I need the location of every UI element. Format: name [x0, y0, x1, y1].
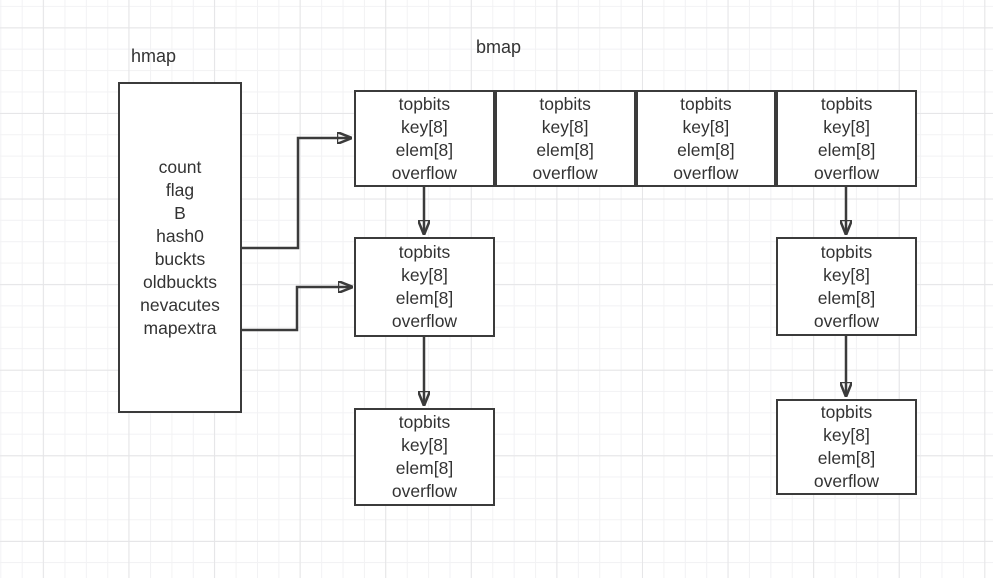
- bucket-field-key: key[8]: [823, 425, 870, 445]
- bucket-field-overflow: overflow: [814, 162, 880, 183]
- bucket-field-key: key[8]: [682, 116, 730, 137]
- hmap-field-count: count: [158, 156, 202, 177]
- bucket-field-elem: elem[8]: [817, 287, 876, 308]
- bucket-cell-3: topbits key[8] elem[8] overflow: [635, 90, 777, 187]
- overflow-bucket-right-1: topbits key[8] elem[8] overflow: [776, 237, 917, 336]
- bucket-field-overflow: overflow: [391, 481, 458, 501]
- overflow-bucket-right-2: topbits key[8] elem[8] overflow: [776, 399, 917, 495]
- bucket-field-topbits: topbits: [398, 242, 451, 262]
- bucket-field-elem: elem[8]: [395, 139, 454, 160]
- bucket-field-topbits: topbits: [820, 241, 873, 262]
- bucket-array-row: topbits key[8] elem[8] overflow topbits …: [354, 90, 917, 187]
- bucket-field-overflow: overflow: [813, 471, 880, 491]
- bucket-field-overflow: overflow: [673, 162, 739, 183]
- overflow-bucket-left-1: topbits key[8] elem[8] overflow: [354, 237, 495, 337]
- hmap-field-flag: flag: [165, 179, 195, 200]
- bucket-field-key: key[8]: [401, 116, 448, 137]
- hmap-struct-box: count flag B hash0 buckts oldbuckts neva…: [118, 82, 242, 413]
- bucket-field-elem: elem[8]: [536, 139, 594, 160]
- hmap-field-nevacutes: nevacutes: [140, 294, 220, 315]
- bucket-field-overflow: overflow: [391, 162, 457, 183]
- bucket-field-elem: elem[8]: [395, 458, 454, 478]
- bucket-field-overflow: overflow: [532, 162, 598, 183]
- bucket-field-topbits: topbits: [398, 412, 451, 432]
- hmap-title-label: hmap: [131, 46, 177, 66]
- bucket-cell-1: topbits key[8] elem[8] overflow: [354, 90, 495, 187]
- bucket-field-topbits: topbits: [680, 93, 732, 114]
- bucket-field-key: key[8]: [401, 265, 448, 285]
- bucket-field-elem: elem[8]: [395, 288, 454, 308]
- bucket-field-overflow: overflow: [391, 311, 458, 331]
- bucket-field-topbits: topbits: [820, 402, 873, 422]
- bucket-field-key: key[8]: [541, 116, 589, 137]
- bucket-field-overflow: overflow: [813, 310, 880, 331]
- bucket-field-key: key[8]: [823, 116, 870, 137]
- bucket-field-topbits: topbits: [539, 93, 591, 114]
- arrow-hmap-buckets-to-row: [242, 138, 351, 250]
- bucket-field-key: key[8]: [823, 264, 870, 285]
- bucket-field-elem: elem[8]: [817, 448, 876, 468]
- bmap-title-label: bmap: [476, 37, 522, 57]
- bucket-field-topbits: topbits: [820, 93, 873, 114]
- bucket-cell-2: topbits key[8] elem[8] overflow: [494, 90, 636, 187]
- hmap-field-buckts: buckts: [154, 248, 206, 269]
- arrow-hmap-mapextra-to-overflow: [242, 287, 352, 332]
- bucket-field-topbits: topbits: [398, 93, 451, 114]
- hmap-field-b: B: [174, 202, 186, 223]
- bucket-field-elem: elem[8]: [677, 139, 735, 160]
- hmap-field-oldbuckts: oldbuckts: [143, 271, 217, 292]
- hmap-field-mapextra: mapextra: [143, 317, 217, 338]
- bucket-field-elem: elem[8]: [817, 139, 876, 160]
- hmap-field-hash0: hash0: [156, 225, 204, 246]
- overflow-bucket-left-2: topbits key[8] elem[8] overflow: [354, 408, 495, 506]
- bucket-field-key: key[8]: [401, 435, 448, 455]
- bucket-cell-4: topbits key[8] elem[8] overflow: [776, 90, 917, 187]
